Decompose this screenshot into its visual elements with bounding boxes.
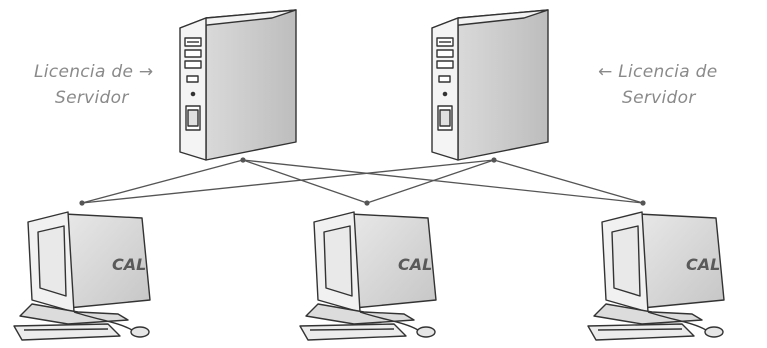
server-tower-icon [180,10,296,160]
cal-label: CAL [112,255,146,274]
server-license-label-right-line1: ← Licencia de [598,60,717,84]
link-left-server-to-left-client [82,160,243,203]
server-license-label-left-line1: Licencia de → [34,60,153,84]
cal-label: CAL [398,255,432,274]
node-left-client [79,200,84,205]
network-links [82,160,643,203]
server-license-label-right-line2: Servidor [622,86,696,110]
client-workstation-icon: CAL [300,212,436,340]
link-left-server-to-right-client [243,160,643,203]
link-right-server-to-right-client [494,160,643,203]
node-left-server [240,157,245,162]
node-center-client [364,200,369,205]
node-right-client [640,200,645,205]
client-workstation-icon: CAL [588,212,724,340]
server-tower-icon [432,10,548,160]
server-license-label-left-line2: Servidor [55,86,129,110]
node-right-server [491,157,496,162]
client-workstation-icon: CAL [14,212,150,340]
cal-label: CAL [686,255,720,274]
